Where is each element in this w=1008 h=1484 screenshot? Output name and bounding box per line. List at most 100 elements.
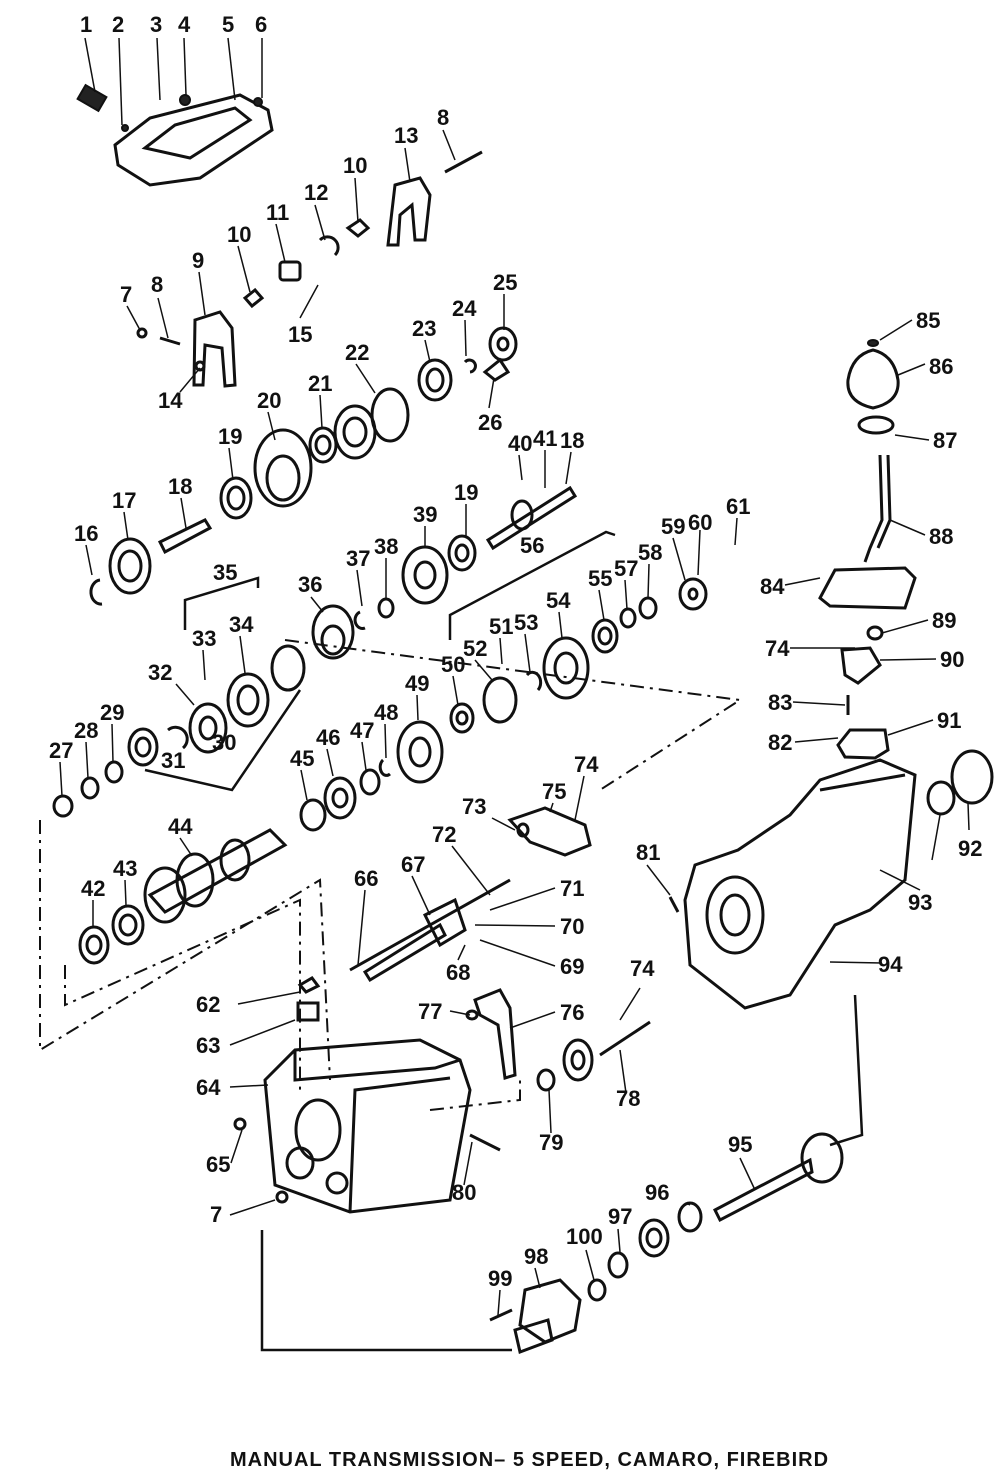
callout: 92 bbox=[958, 836, 982, 861]
callout: 74 bbox=[765, 636, 790, 661]
callout: 89 bbox=[932, 608, 956, 633]
callout: 20 bbox=[257, 388, 281, 413]
callout: 76 bbox=[560, 1000, 584, 1025]
callout: 84 bbox=[760, 574, 785, 599]
callout: 8 bbox=[151, 272, 163, 297]
callout: 66 bbox=[354, 866, 378, 891]
callout: 79 bbox=[539, 1130, 563, 1155]
callout: 21 bbox=[308, 371, 332, 396]
callout: 70 bbox=[560, 914, 584, 939]
callout: 91 bbox=[937, 708, 961, 733]
callout: 74 bbox=[630, 956, 655, 981]
callout: 43 bbox=[113, 856, 137, 881]
callout: 7 bbox=[120, 282, 132, 307]
callout: 15 bbox=[288, 322, 312, 347]
callout: 25 bbox=[493, 270, 517, 295]
callout: 87 bbox=[933, 428, 957, 453]
callout: 61 bbox=[726, 494, 750, 519]
callout: 99 bbox=[488, 1266, 512, 1291]
callout: 81 bbox=[636, 840, 660, 865]
callout: 47 bbox=[350, 718, 374, 743]
callout: 10 bbox=[227, 222, 251, 247]
callout: 49 bbox=[405, 671, 429, 696]
callout: 65 bbox=[206, 1152, 230, 1177]
leader-lines bbox=[59, 37, 970, 1316]
callout: 41 bbox=[533, 426, 557, 451]
callout: 1 bbox=[80, 12, 92, 37]
callout: 28 bbox=[74, 718, 98, 743]
callout: 42 bbox=[81, 876, 105, 901]
callout: 100 bbox=[566, 1224, 603, 1249]
callout: 71 bbox=[560, 876, 584, 901]
callout: 63 bbox=[196, 1033, 220, 1058]
callout: 97 bbox=[608, 1204, 632, 1229]
callout: 17 bbox=[112, 488, 136, 513]
callout: 18 bbox=[168, 474, 192, 499]
callout: 5 bbox=[222, 12, 234, 37]
callout: 86 bbox=[929, 354, 953, 379]
callout: 14 bbox=[158, 388, 183, 413]
callout: 75 bbox=[542, 779, 566, 804]
callout: 3 bbox=[150, 12, 162, 37]
callout: 55 bbox=[588, 566, 612, 591]
callout: 64 bbox=[196, 1075, 221, 1100]
callout: 30 bbox=[212, 730, 236, 755]
callout: 90 bbox=[940, 647, 964, 672]
callout: 82 bbox=[768, 730, 792, 755]
callout: 46 bbox=[316, 725, 340, 750]
shifter-assembly bbox=[668, 339, 994, 1010]
mainshaft-gears bbox=[52, 326, 578, 818]
callout: 68 bbox=[446, 960, 470, 985]
callout: 12 bbox=[304, 180, 328, 205]
callout: 78 bbox=[616, 1086, 640, 1111]
callout: 22 bbox=[345, 340, 369, 365]
callout: 18 bbox=[560, 428, 584, 453]
callout: 50 bbox=[441, 652, 465, 677]
diagram-caption: MANUAL TRANSMISSION– 5 SPEED, CAMARO, FI… bbox=[230, 1449, 829, 1471]
callout: 53 bbox=[514, 610, 538, 635]
callout: 26 bbox=[478, 410, 502, 435]
callout: 27 bbox=[49, 738, 73, 763]
callout: 35 bbox=[213, 560, 237, 585]
callout: 72 bbox=[432, 822, 456, 847]
top-cover-assembly bbox=[76, 83, 274, 187]
callout: 6 bbox=[255, 12, 267, 37]
shift-rail-levers bbox=[296, 806, 651, 1152]
callout: 51 bbox=[489, 614, 513, 639]
callout: 33 bbox=[192, 626, 216, 651]
callout: 24 bbox=[452, 296, 477, 321]
callout: 58 bbox=[638, 540, 662, 565]
callout: 96 bbox=[645, 1180, 669, 1205]
shift-forks bbox=[136, 150, 483, 388]
callout: 16 bbox=[74, 521, 98, 546]
callout: 36 bbox=[298, 572, 322, 597]
callout: 57 bbox=[614, 556, 638, 581]
callout: 19 bbox=[218, 424, 242, 449]
callout: 4 bbox=[178, 12, 191, 37]
callout: 34 bbox=[229, 612, 254, 637]
callout: 85 bbox=[916, 308, 940, 333]
callout: 29 bbox=[100, 700, 124, 725]
callout: 31 bbox=[161, 748, 185, 773]
callout: 83 bbox=[768, 690, 792, 715]
callout: 10 bbox=[343, 153, 367, 178]
callout: 7 bbox=[210, 1202, 222, 1227]
callout: 2 bbox=[112, 12, 124, 37]
callout: 73 bbox=[462, 794, 486, 819]
callout: 93 bbox=[908, 890, 932, 915]
callout: 23 bbox=[412, 316, 436, 341]
callout: 45 bbox=[290, 746, 314, 771]
callout: 80 bbox=[452, 1180, 476, 1205]
callout: 8 bbox=[437, 105, 449, 130]
callout: 40 bbox=[508, 431, 532, 456]
callout: 60 bbox=[688, 510, 712, 535]
callout: 19 bbox=[454, 480, 478, 505]
callout: 48 bbox=[374, 700, 398, 725]
callout: 37 bbox=[346, 546, 370, 571]
callout: 94 bbox=[878, 952, 903, 977]
countershaft-gears bbox=[78, 577, 708, 965]
callout: 13 bbox=[394, 123, 418, 148]
callout: 67 bbox=[401, 852, 425, 877]
callout: 69 bbox=[560, 954, 584, 979]
callout: 54 bbox=[546, 588, 571, 613]
